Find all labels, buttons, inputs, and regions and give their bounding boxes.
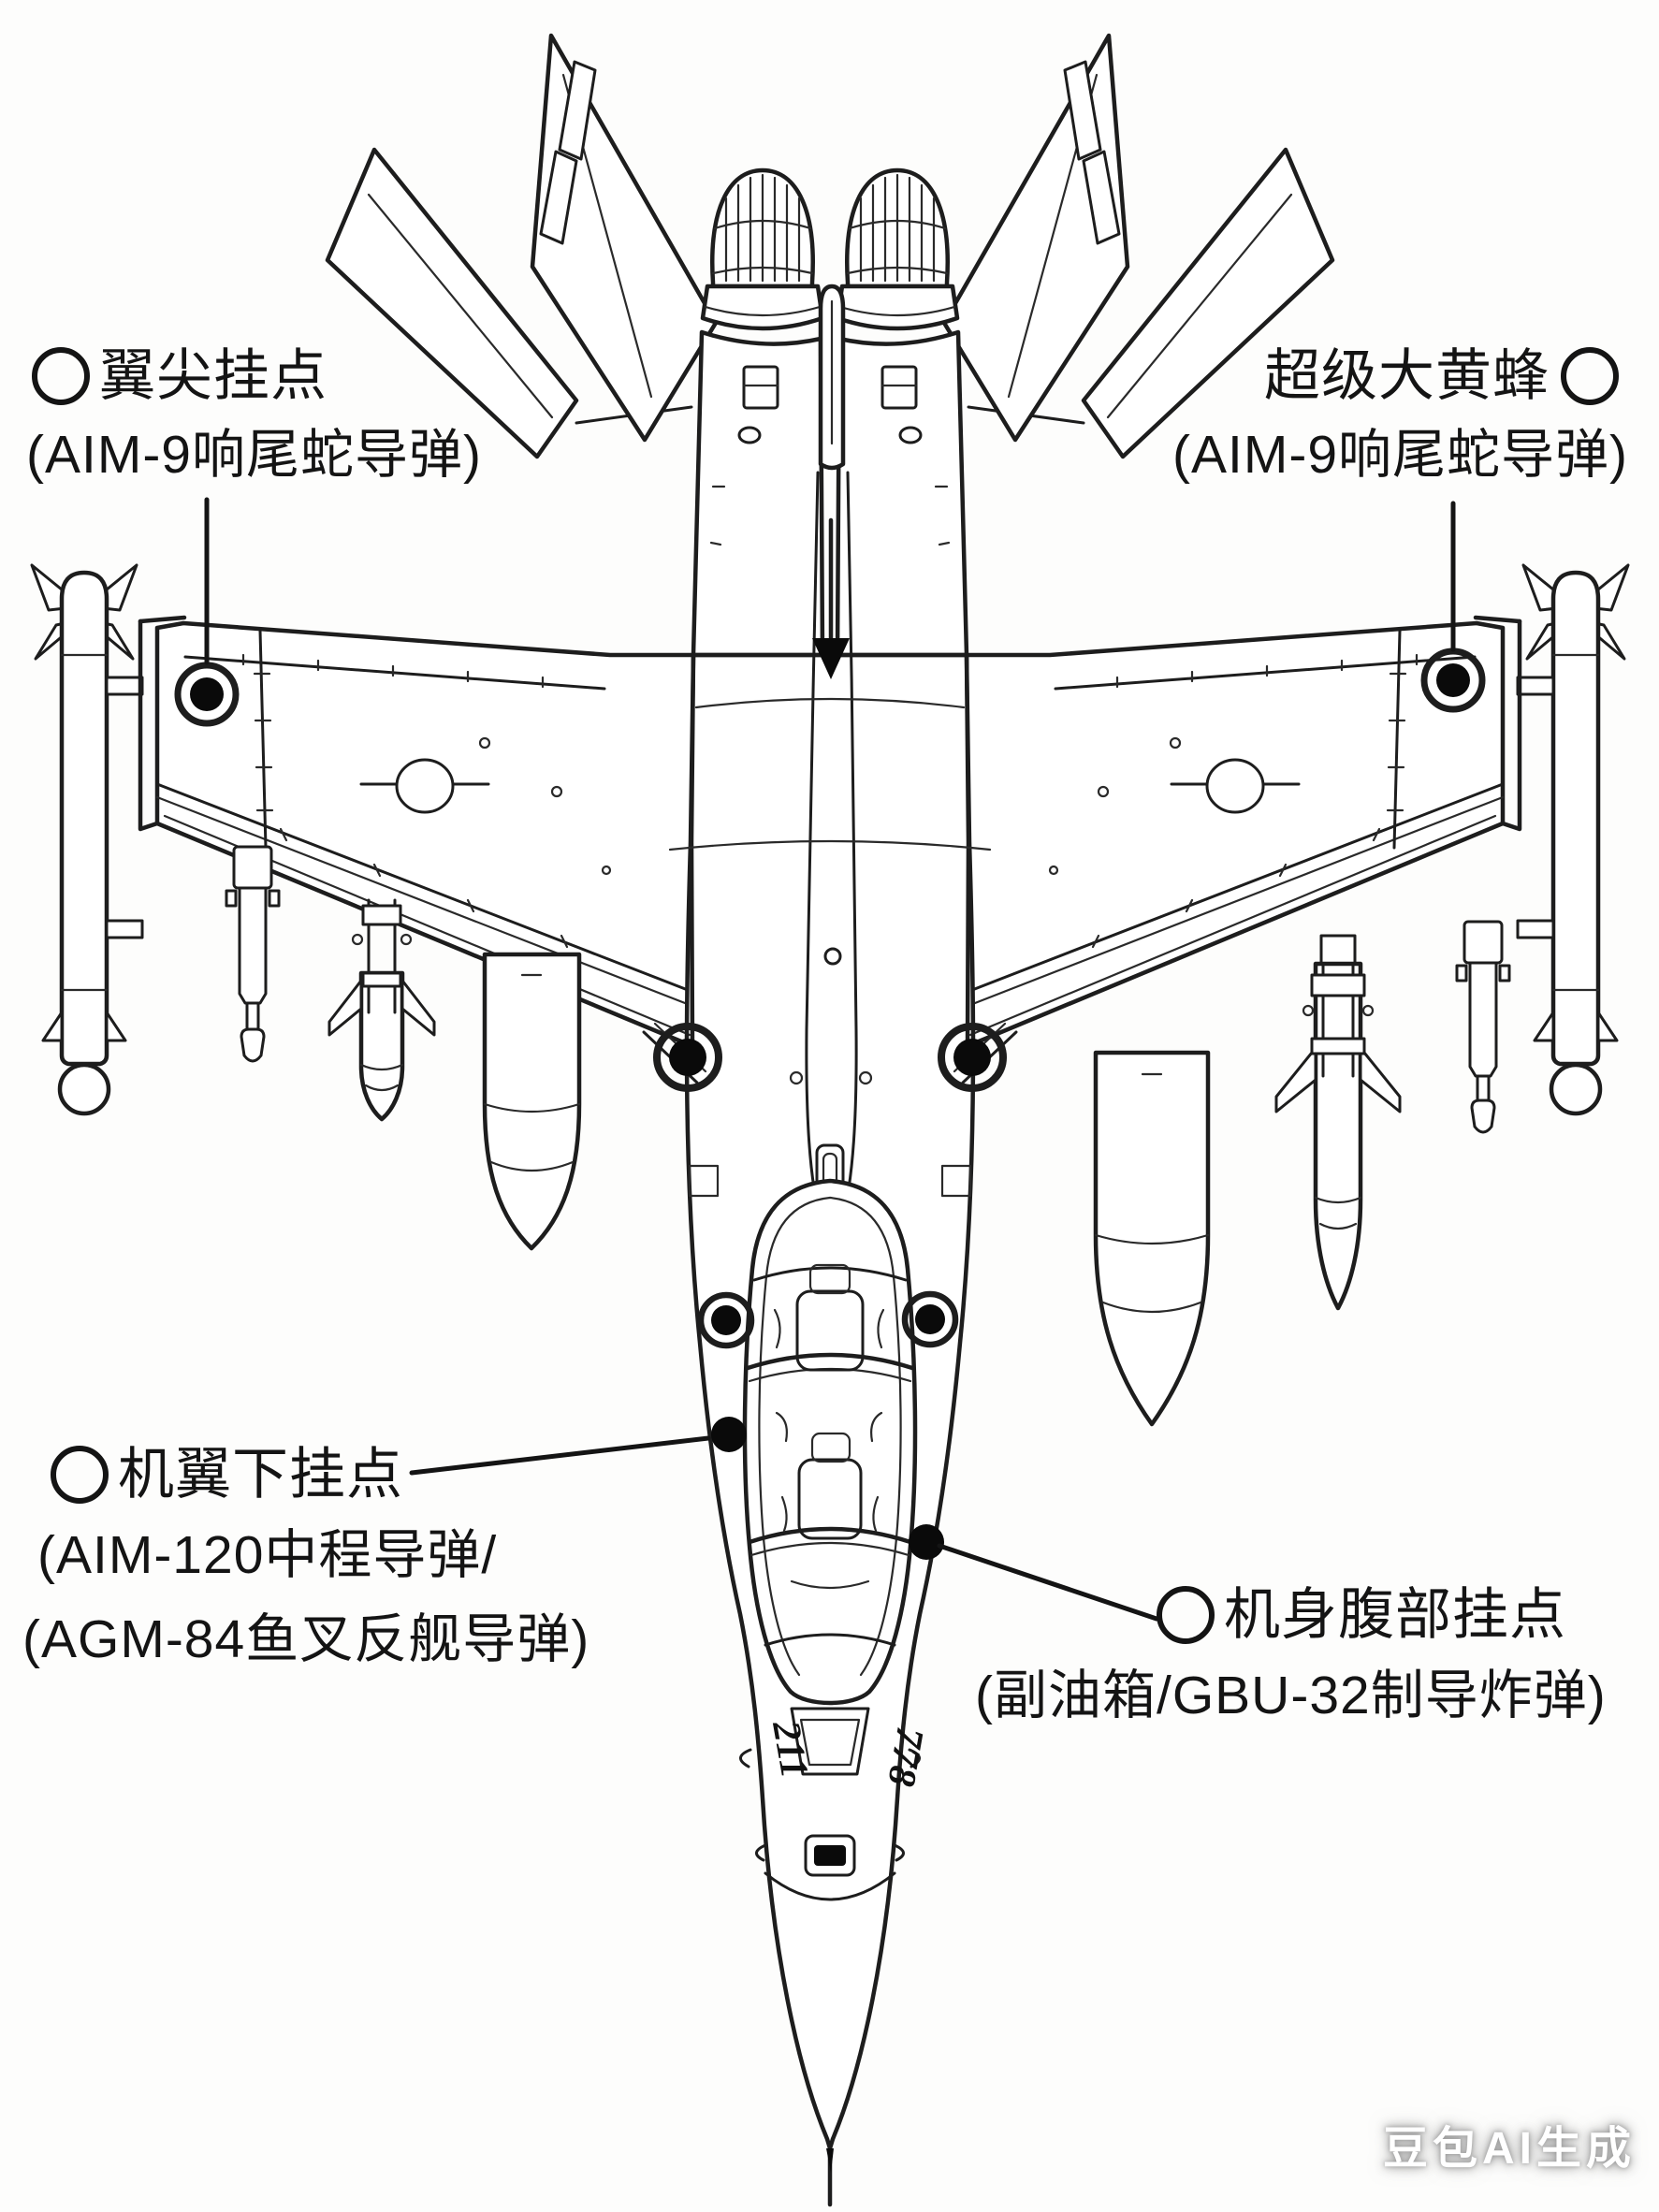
label-underwing-title: 机翼下挂点	[51, 1441, 403, 1508]
nose-number-right: 778	[879, 1724, 931, 1789]
label-wingtip-sub: (AIM-9响尾蛇导弹)	[26, 425, 482, 485]
leader-underwing	[409, 1435, 711, 1476]
canopy-side-hardpoint-left	[697, 1291, 755, 1349]
engine-bay	[691, 329, 825, 658]
fuselage-outline	[684, 652, 976, 2151]
circle-marker-glyph	[51, 1446, 109, 1504]
shoulder-hardpoint-right	[938, 1023, 1007, 1092]
hardpoint-markers	[174, 648, 1486, 1560]
label-aircraft-title: 超级大黄蜂	[1264, 342, 1619, 410]
tail-spine	[668, 284, 992, 1211]
right-fuel-tank	[1093, 1050, 1211, 1427]
spine-arrow-head	[812, 638, 850, 679]
left-fuel-tank	[482, 952, 582, 1251]
left-antenna	[739, 1748, 752, 1768]
vertical-fin	[530, 33, 719, 443]
circle-marker-glyph	[1561, 347, 1619, 405]
leader-belly	[937, 1543, 1159, 1622]
wingtip-rail	[138, 615, 187, 832]
nose-number-left: 211	[764, 1717, 816, 1782]
nose-section: 211 778	[739, 1707, 931, 2207]
label-belly-sub: (副油箱/GBU-32制导炸弹)	[975, 1666, 1607, 1725]
front-seat	[797, 1458, 863, 1540]
left-mid-missile	[327, 898, 436, 1122]
right-antenna	[908, 1748, 921, 1768]
wing-roundel-marking	[359, 758, 490, 814]
ai-watermark: 豆包AI生成	[1383, 2124, 1637, 2174]
circle-marker-glyph	[32, 347, 90, 405]
label-wingtip-title: 翼尖挂点	[32, 342, 327, 410]
wingtip-missile-aim9	[30, 563, 144, 1116]
label-aircraft-sub: (AIM-9响尾蛇导弹)	[1172, 425, 1628, 485]
wingtip-hardpoint-left	[174, 662, 240, 727]
left-outer-missile	[225, 845, 281, 1063]
label-belly-title: 机身腹部挂点	[1157, 1581, 1566, 1649]
belly-leader-dot	[909, 1524, 944, 1560]
leader-lines	[204, 497, 1456, 1622]
rear-seat	[795, 1289, 865, 1372]
canopy	[742, 1178, 918, 1706]
right-outer-missile	[1455, 920, 1511, 1134]
right-mid-missile	[1274, 934, 1402, 1311]
circle-marker-glyph	[1157, 1586, 1215, 1644]
label-underwing-sub1: (AIM-120中程导弹/	[37, 1525, 498, 1585]
engine-nozzle	[700, 167, 825, 331]
shoulder-hardpoint-left	[653, 1023, 722, 1092]
underwing-leader-dot	[711, 1417, 747, 1452]
label-underwing-sub2: (AGM-84鱼叉反舰导弹)	[22, 1609, 590, 1669]
canopy-side-hardpoint-right	[901, 1290, 959, 1348]
wing	[154, 620, 696, 1049]
